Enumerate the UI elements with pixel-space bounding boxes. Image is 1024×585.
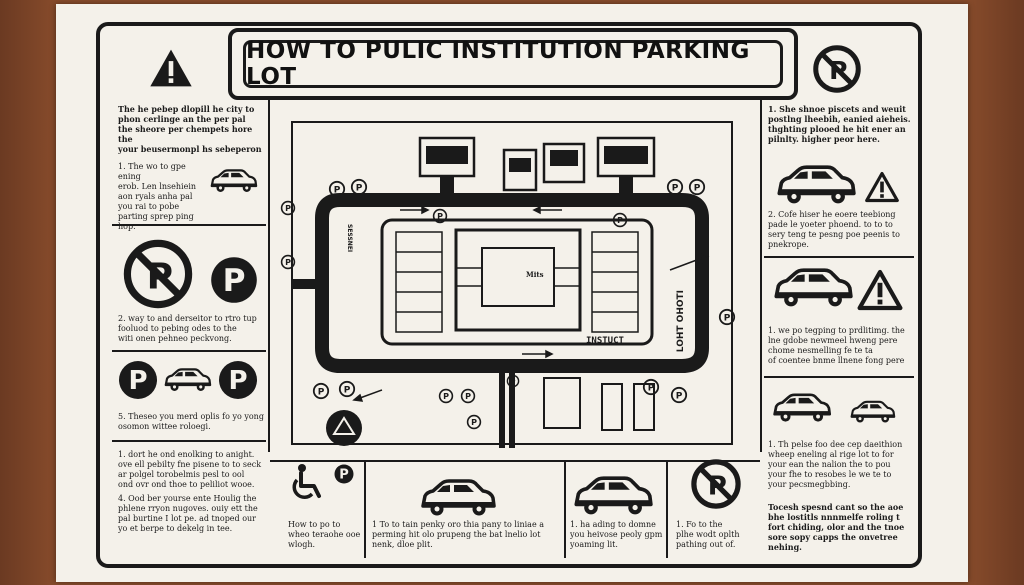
right-note-5-text: Tocesh spesnd cant so the aoe bhe lostit… [768, 502, 905, 552]
car-icon [770, 266, 854, 310]
bottom-cell-divider-1 [364, 460, 366, 558]
parking-sign-icon [334, 464, 354, 484]
bottom-row-divider [270, 460, 760, 462]
warning-car-sign-icon [856, 268, 904, 312]
left-step-3-text: 5. Theseo you merd oplis fo yo yong osom… [118, 412, 264, 431]
left-divider-1 [112, 224, 266, 226]
parking-sign-icon [118, 360, 158, 400]
right-note-4-text: 1. Th pelse foo dee cep daeithion wheep … [768, 440, 903, 489]
bottom-cell-divider-2 [564, 460, 566, 558]
car-icon [570, 474, 654, 518]
car-icon [398, 478, 516, 518]
no-parking-icon [812, 44, 862, 94]
left-divider-3 [112, 440, 266, 442]
building-top-right [596, 136, 656, 178]
bottom-cell-3-text: 1. ha ading to domne you heivose peoly g… [570, 520, 663, 549]
no-parking-icon [690, 458, 742, 510]
building-top-center [542, 142, 586, 184]
parking-sign-icon [218, 360, 258, 400]
car-icon [770, 388, 832, 428]
left-step-4-text: 1. dort he ond enolking to anight. ove e… [118, 450, 262, 489]
poster-frame [96, 22, 922, 568]
left-column-divider [268, 100, 270, 452]
left-intro-text: The he pebep dlopill he city to phon cer… [118, 104, 262, 154]
car-icon [848, 396, 896, 428]
bottom-cell-4-text: 1. Fo to the plhe wodt oplth pathing out… [676, 520, 740, 549]
poster-title: HOW TO PULIC INSTITUTION PARKING LOT [243, 38, 783, 90]
map-label-bottom: INSTUCT [586, 336, 624, 346]
map-label-center: Mits [526, 270, 544, 279]
no-parking-icon [118, 238, 198, 310]
left-divider-2 [112, 350, 266, 352]
car-icon [772, 164, 858, 206]
right-note-2-text: 2. Cofe hiser he eoere teebiong pade le … [768, 210, 900, 249]
wheelchair-icon [286, 462, 326, 502]
car-icon [208, 166, 258, 196]
warning-triangle-icon [864, 170, 900, 204]
map-label-left-vertical: SESSNEI [346, 224, 353, 253]
right-divider-2 [764, 376, 914, 378]
building-top-left [418, 136, 476, 178]
right-note-1-text: 1. She shnoe piscets and weuit postlng l… [768, 104, 911, 144]
left-step-2-text: 2. way to and derseitor to rtro tup fool… [118, 314, 257, 343]
building-top-mid [502, 148, 538, 192]
left-step-5-text: 4. Ood ber yourse ente Houlig the phlene… [118, 494, 258, 533]
car-icon [162, 360, 212, 400]
right-note-3-text: 1. we po tegping to prdlitimg. the lne g… [768, 326, 905, 365]
bottom-cell-divider-3 [666, 460, 668, 558]
bottom-cell-1-text: How to po to wheo teraohe ooe wlogh. [288, 520, 361, 549]
parking-lot-map [280, 121, 736, 448]
right-divider-1 [764, 256, 914, 258]
left-step-1-text: 1. The wo to gpe ening erob. Len lnsehie… [118, 162, 197, 231]
warning-triangle-icon [148, 46, 194, 90]
parking-sign-icon [210, 256, 258, 304]
bottom-cell-2-text: 1 To to tain penky oro thia pany to lini… [372, 520, 544, 549]
map-label-right-vertical: LOHT OHOTI [676, 290, 686, 353]
right-column-divider [760, 100, 762, 452]
title-banner: HOW TO PULIC INSTITUTION PARKING LOT [228, 28, 798, 100]
